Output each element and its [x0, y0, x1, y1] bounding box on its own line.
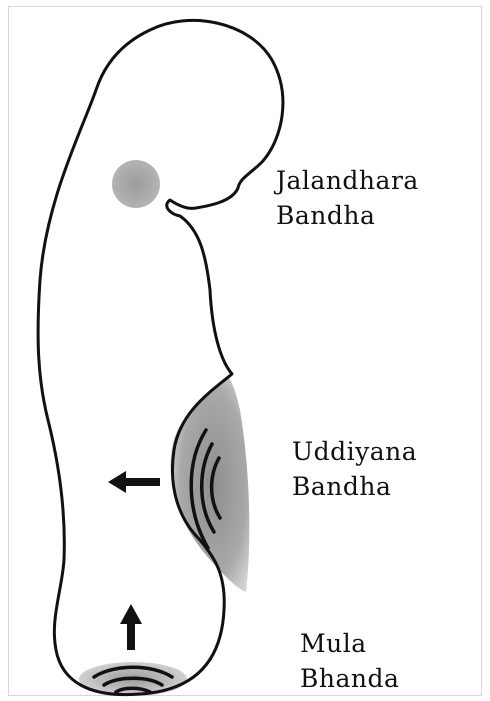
label-uddiyana-line2: Bandha	[292, 469, 417, 504]
label-jalandhara-line2: Bandha	[276, 198, 419, 233]
label-uddiyana-bandha: Uddiyana Bandha	[292, 434, 417, 504]
label-mula-line1: Mula	[300, 626, 399, 661]
label-uddiyana-line1: Uddiyana	[292, 434, 417, 469]
label-mula-bhanda: Mula Bhanda	[300, 626, 399, 696]
label-jalandhara-bandha: Jalandhara Bandha	[276, 163, 419, 233]
label-jalandhara-line1: Jalandhara	[276, 163, 419, 198]
label-mula-line2: Bhanda	[300, 661, 399, 696]
uddiyana-arrow-icon	[108, 471, 160, 493]
mula-arrow-icon	[120, 604, 142, 650]
jalandhara-throat-spot	[112, 160, 160, 208]
body-outline	[38, 20, 283, 694]
